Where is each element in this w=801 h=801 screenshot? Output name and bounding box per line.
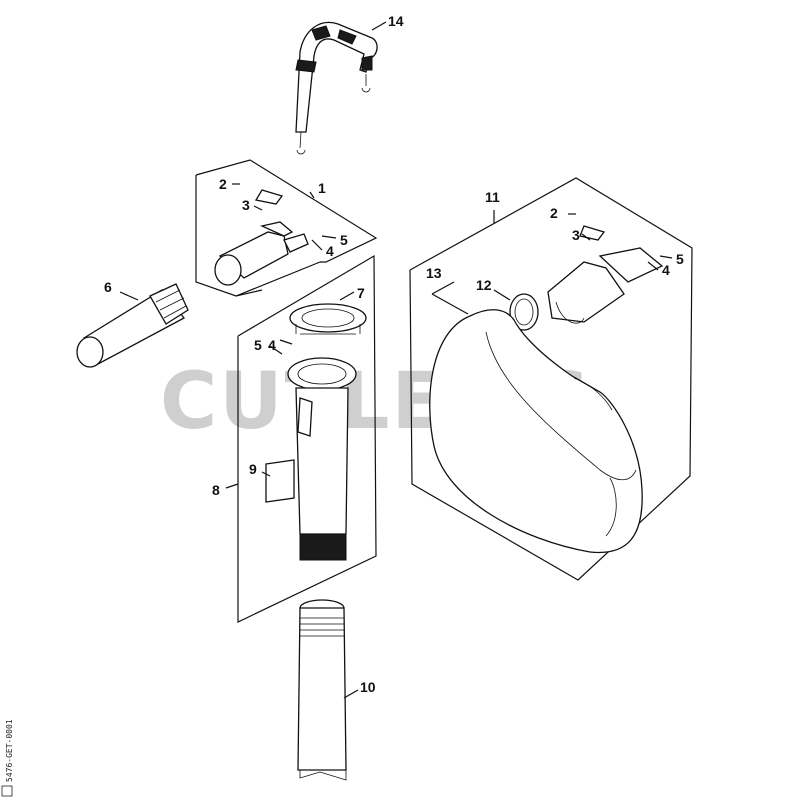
- figure-code: 5476-GET-0001: [5, 719, 14, 782]
- leader-3b: [581, 233, 591, 241]
- kit-11-box: [409, 177, 693, 581]
- callout-2a: 2: [219, 176, 227, 192]
- clamp-ring-part: [289, 303, 367, 335]
- callout-4a: 4: [326, 243, 334, 259]
- callout-10: 10: [360, 679, 376, 695]
- callout-4c: 4: [662, 262, 670, 278]
- callout-13: 13: [426, 265, 442, 281]
- leader-4a: [311, 239, 323, 251]
- nozzle-part: [76, 283, 189, 368]
- callout-9: 9: [249, 461, 257, 477]
- leader-8: [225, 483, 239, 489]
- leader-6: [119, 291, 139, 301]
- leader-4b: [279, 339, 293, 345]
- callout-5a: 5: [340, 232, 348, 248]
- leader-12: [493, 289, 511, 301]
- leader-1: [309, 191, 315, 199]
- callout-14: 14: [388, 13, 404, 29]
- handle-part: [214, 189, 309, 286]
- vacuum-adapter-part: [547, 225, 664, 324]
- kit-1-box: [195, 159, 378, 297]
- callout-4b: 4: [268, 337, 276, 353]
- callout-12: 12: [476, 277, 492, 293]
- leader-10: [343, 689, 359, 699]
- leader-4c: [647, 261, 659, 271]
- callout-6: 6: [104, 279, 112, 295]
- hose-clamp-part: [509, 293, 539, 331]
- blower-tube-part: [287, 357, 357, 561]
- leader-7: [339, 291, 355, 301]
- leader-3a: [253, 205, 263, 211]
- callout-1: 1: [318, 180, 326, 196]
- extension-tube-part: [297, 599, 347, 781]
- shoulder-strap-part: [295, 21, 378, 155]
- figure-code-box: [1, 785, 13, 797]
- leader-14: [371, 21, 387, 31]
- callout-3a: 3: [242, 197, 250, 213]
- leader-5c: [659, 255, 673, 259]
- leader-5b: [269, 345, 283, 355]
- leader-13a: [431, 281, 455, 295]
- callout-3b: 3: [572, 227, 580, 243]
- kit-8-box: [237, 254, 377, 623]
- callout-8: 8: [212, 482, 220, 498]
- callout-7: 7: [357, 285, 365, 301]
- leader-5a: [321, 235, 337, 239]
- label-sticker-part: [265, 459, 295, 503]
- leader-13b: [431, 293, 469, 315]
- leader-9: [261, 471, 271, 477]
- callout-2b: 2: [550, 205, 558, 221]
- callout-11: 11: [485, 189, 500, 205]
- callout-5b: 5: [254, 337, 262, 353]
- collection-bag-part: [429, 309, 643, 554]
- callout-5c: 5: [676, 251, 684, 267]
